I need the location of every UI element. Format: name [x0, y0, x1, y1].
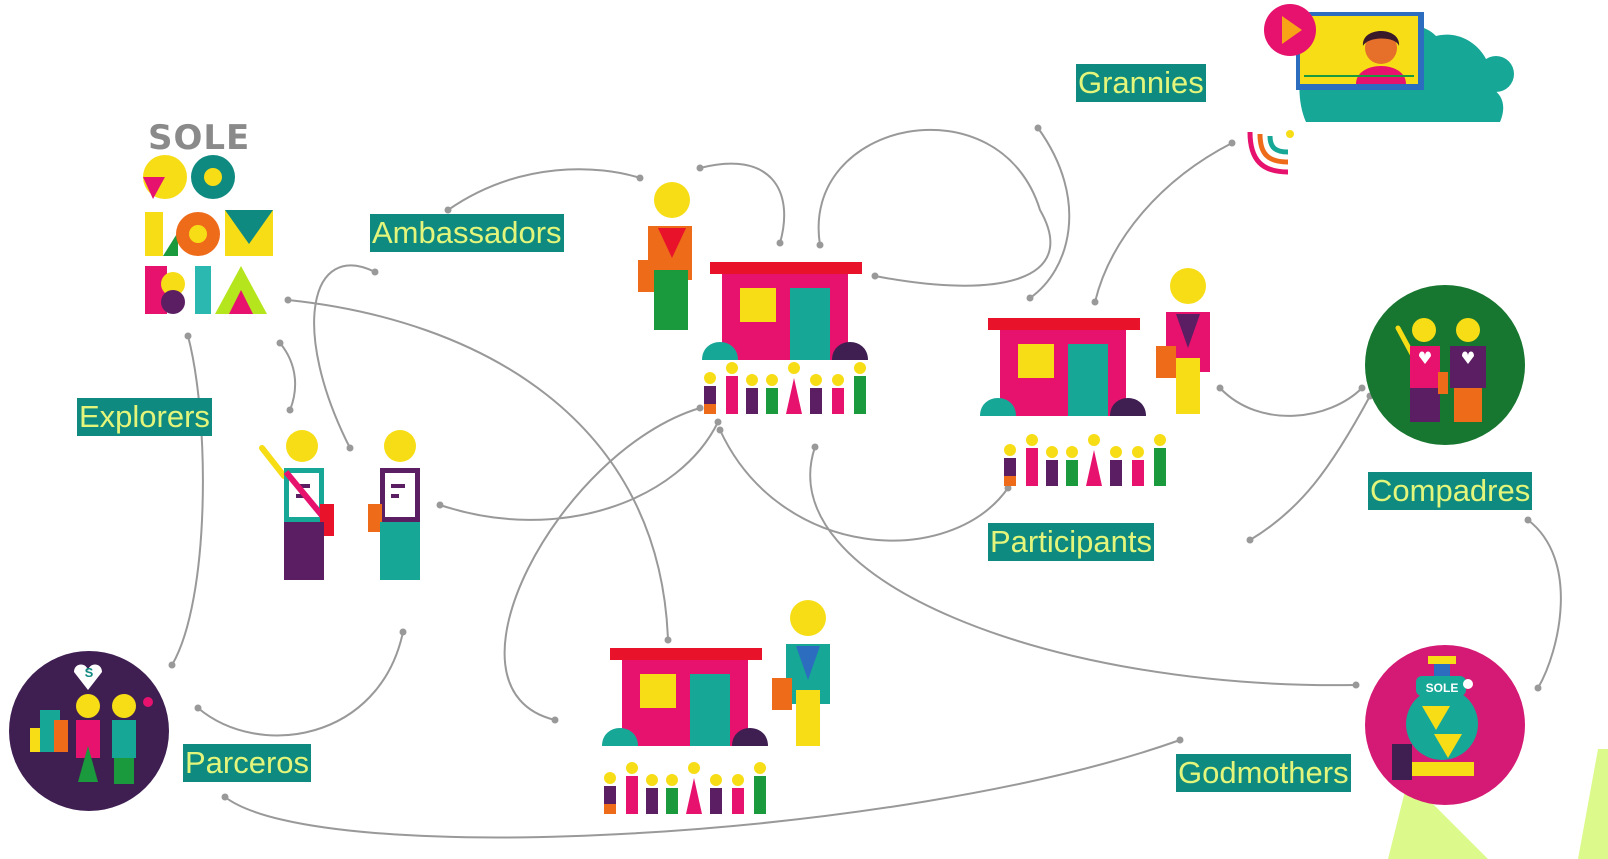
- school-building-icon: [602, 648, 768, 746]
- connector: [1249, 395, 1371, 541]
- community-circle-icon: [9, 651, 169, 811]
- connector: [224, 739, 1181, 839]
- partners-circle-icon: [1365, 285, 1525, 445]
- connector: [287, 299, 669, 641]
- connector: [279, 342, 297, 411]
- donation-jar-icon: [1365, 645, 1525, 805]
- connector: [447, 168, 641, 211]
- label-compadres: Compadres: [1368, 472, 1533, 510]
- connector: [809, 446, 1357, 687]
- connector: [197, 631, 404, 737]
- video-call-icon: [1264, 4, 1514, 122]
- connector: [503, 407, 701, 721]
- school-building-icon: [702, 262, 868, 360]
- label-parceros: Parceros: [183, 744, 312, 782]
- explorer-icon: [259, 430, 420, 580]
- student-group-icon: [604, 762, 766, 814]
- sole-colombia-logo: [143, 155, 273, 314]
- jar-label-text: SOLE: [1425, 681, 1459, 695]
- label-godmothers: Godmothers: [1176, 754, 1351, 792]
- label-participants: Participants: [988, 523, 1154, 561]
- label-explorers: Explorers: [77, 398, 212, 436]
- connector: [1527, 519, 1562, 689]
- connector: [171, 335, 204, 666]
- connector: [313, 264, 376, 449]
- connector: [719, 429, 1009, 542]
- logo-top-text: SOLE: [148, 118, 251, 158]
- connector: [1029, 127, 1071, 299]
- connector: [817, 128, 1052, 287]
- corner-decoration: [1388, 749, 1608, 859]
- connector: [1219, 387, 1363, 417]
- teacher-icon: [772, 600, 830, 746]
- student-group-icon: [704, 362, 866, 414]
- label-grannies: Grannies: [1076, 64, 1206, 102]
- connector: [699, 162, 786, 244]
- wifi-signal-icon: [1247, 130, 1294, 175]
- school-building-icon: [980, 318, 1146, 416]
- connector: [1094, 142, 1233, 303]
- teacher-icon: [1156, 268, 1210, 414]
- connector: [439, 421, 719, 521]
- student-group-icon: [1004, 434, 1166, 486]
- label-ambassadors: Ambassadors: [370, 214, 564, 252]
- heart-badge-text: S: [84, 665, 94, 680]
- teacher-icon: [638, 182, 692, 330]
